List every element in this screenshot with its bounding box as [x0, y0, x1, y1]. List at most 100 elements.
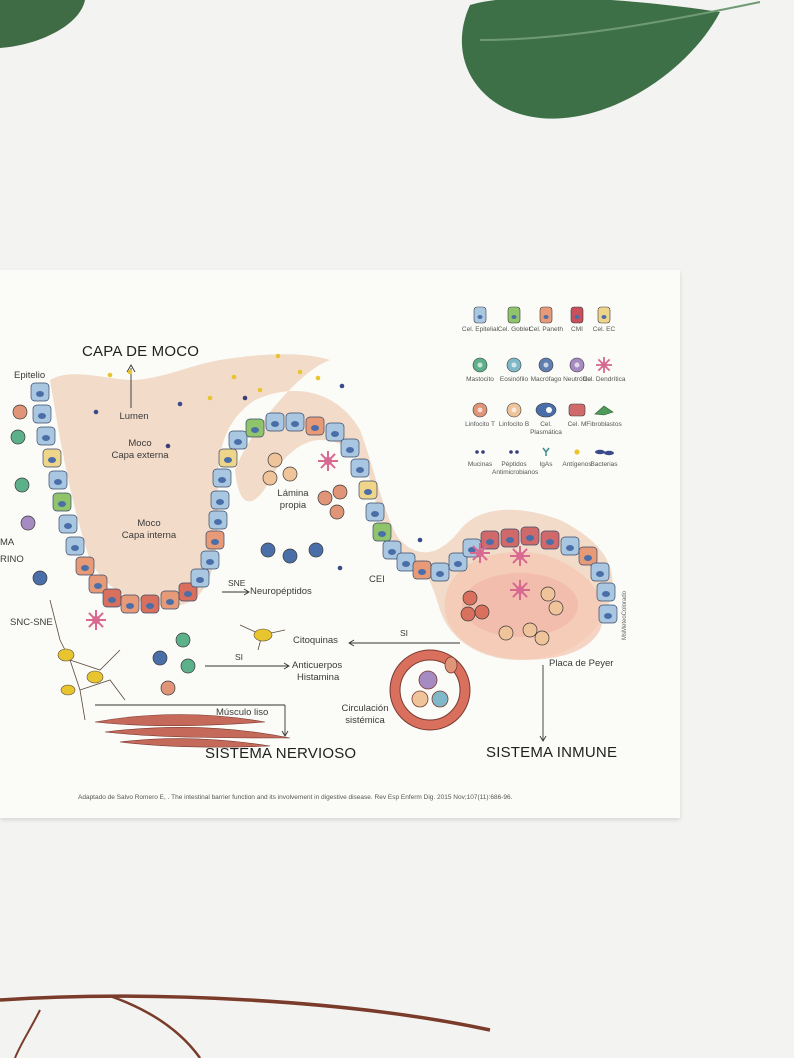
cell-nucleus: [196, 577, 204, 583]
label-lumen: Lumen: [119, 411, 149, 422]
particle: [107, 372, 113, 378]
immune-cell: [460, 606, 476, 622]
legend-label: IgAs: [539, 461, 553, 468]
cell-nucleus: [251, 427, 259, 433]
legend-label: Macrófago: [530, 376, 562, 383]
cell-nucleus: [126, 603, 134, 609]
m-cell-icon: [568, 403, 586, 417]
particle: [315, 375, 321, 381]
label-citoquinas: Citoquinas: [293, 635, 338, 646]
goblet-cell-icon: [507, 306, 521, 324]
dendritic-cell-icon: [318, 451, 338, 471]
particle: [165, 443, 171, 449]
cell-nucleus: [64, 523, 72, 529]
label-moco-externa-1: Moco: [128, 438, 152, 449]
antimicrobial-peptide-icon: [509, 450, 519, 454]
dendritic-cell-icon: [596, 357, 612, 373]
immune-cell: [32, 570, 48, 586]
cell-nucleus: [402, 561, 410, 567]
label-placa-peyer: Placa de Peyer: [549, 658, 614, 669]
immune-cell: [10, 429, 26, 445]
cell-nucleus: [436, 571, 444, 577]
mast-cell-icon: [472, 357, 488, 373]
label-epitelio: Epitelio: [14, 370, 46, 381]
immune-cell: [540, 586, 556, 602]
legend-label: Mastocito: [466, 376, 494, 383]
particle: [127, 369, 133, 375]
epithelium-cells: [30, 382, 618, 624]
legend-label: Cel. EC: [592, 326, 616, 333]
branch-bottom-icon: [0, 994, 491, 1058]
cell-nucleus: [311, 425, 319, 431]
cell-nucleus: [371, 511, 379, 517]
legend-label: Péptidos Antimicrobianos: [492, 461, 539, 476]
cell-nucleus: [184, 591, 192, 597]
immune-cell: [332, 484, 348, 500]
dendritic-cell-icon: [510, 546, 530, 566]
legend-label: Mucinas: [467, 461, 493, 468]
immune-cell: [534, 630, 550, 646]
cell-nucleus: [94, 583, 102, 589]
immune-cell: [180, 658, 196, 674]
legend-label: Fibroblastos: [586, 421, 622, 428]
immune-cell: [282, 466, 298, 482]
cell-nucleus: [146, 603, 154, 609]
cell-nucleus: [108, 597, 116, 603]
cell-nucleus: [596, 571, 604, 577]
label-neuropeptidos: Neuropéptidos: [250, 586, 312, 597]
legend-icons: [472, 306, 614, 456]
cell-nucleus: [234, 439, 242, 445]
cell-nucleus: [58, 501, 66, 507]
particle: [337, 565, 343, 571]
legend-label: CMI: [571, 326, 583, 333]
neuron-bodies: [57, 628, 273, 696]
cell-nucleus: [214, 519, 222, 525]
particle: [93, 409, 99, 415]
label-circulacion-2: sistémica: [345, 715, 385, 726]
cell-nucleus: [506, 537, 514, 543]
mucin-icon: [475, 450, 485, 454]
immune-cell: [308, 542, 324, 558]
arrows: [95, 364, 547, 742]
legend-label: Cel. M: [567, 421, 587, 428]
cell-nucleus: [356, 467, 364, 473]
cell-nucleus: [486, 539, 494, 545]
label-lamina-2: propia: [279, 500, 307, 511]
eosinophil-icon: [506, 357, 522, 373]
immune-cell: [14, 477, 30, 493]
paneth-cell-icon: [539, 306, 553, 324]
ec-cell-icon: [597, 306, 611, 324]
cell-nucleus: [218, 477, 226, 483]
arrow-lumen-head: [126, 364, 136, 373]
t-lymphocyte-icon: [472, 402, 488, 418]
cell-nucleus: [604, 613, 612, 619]
cell-nucleus: [81, 565, 89, 571]
label-cei: CEI: [369, 574, 385, 585]
bacteria-icon: [595, 449, 614, 456]
legend-label: Neutrófilo: [563, 376, 591, 383]
b-lymphocyte-icon: [506, 402, 522, 418]
neutrophil-icon: [569, 357, 585, 373]
systemic-circulation-icon: [389, 649, 471, 731]
particle: [339, 383, 345, 389]
legend-label: Cel. Dendrítica: [582, 376, 626, 383]
label-cut-rino: RINO: [0, 554, 24, 565]
cell-nucleus: [388, 549, 396, 555]
cell-nucleus: [54, 479, 62, 485]
legend-label: Antígenos: [562, 461, 592, 468]
immune-cell: [267, 452, 283, 468]
legend-label: Cel. Plasmática: [530, 421, 562, 436]
legend-label: Bacterias: [590, 461, 618, 468]
cell-nucleus: [364, 489, 372, 495]
label-moco-interna-1: Moco: [137, 518, 161, 529]
dendritic-cell-icon: [86, 610, 106, 630]
watermark: MsMeteoColorado: [622, 590, 628, 640]
cell-nucleus: [36, 391, 44, 397]
label-cut-ma: MA: [0, 537, 15, 548]
cell-nucleus: [418, 569, 426, 575]
particle: [207, 395, 213, 401]
cell-nucleus: [468, 547, 476, 553]
label-moco-interna-2: Capa interna: [121, 530, 177, 541]
